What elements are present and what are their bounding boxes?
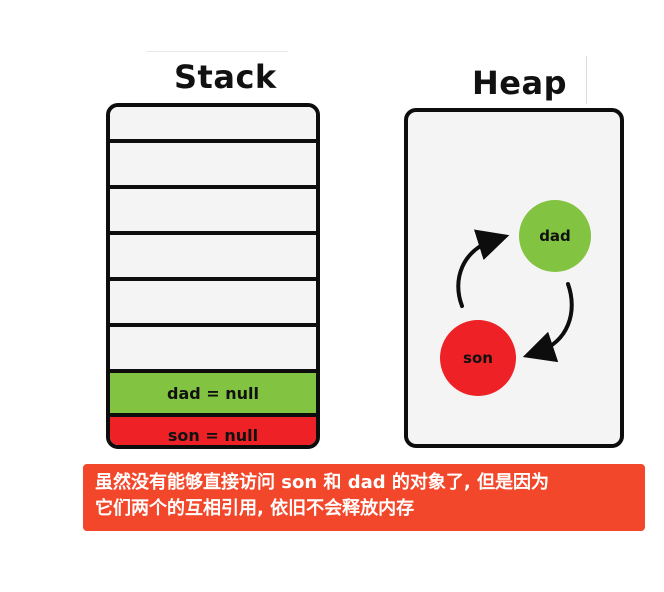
stack-row-empty: [110, 189, 316, 235]
stack-row-empty: [110, 281, 316, 327]
heap-node-dad: dad: [519, 200, 591, 272]
heap-node-dad-label: dad: [539, 227, 571, 245]
stack-row-empty: [110, 107, 316, 143]
stack-var-dad: dad = null: [110, 373, 316, 417]
stack-box: dad = null son = null: [106, 103, 320, 449]
heap-node-son-label: son: [463, 349, 493, 367]
stack-var-son: son = null: [110, 417, 316, 445]
stack-title: Stack: [174, 58, 277, 96]
stack-row-empty: [110, 235, 316, 281]
caption-line-2: 它们两个的互相引用, 依旧不会释放内存: [95, 498, 415, 519]
stack-var-son-label: son = null: [167, 425, 259, 445]
heap-node-son: son: [440, 320, 516, 396]
vertical-divider-line: [586, 56, 587, 104]
caption-box: 虽然没有能够直接访问 son 和 dad 的对象了, 但是因为 它们两个的互相引…: [83, 464, 645, 531]
caption-line-1: 虽然没有能够直接访问 son 和 dad 的对象了, 但是因为: [95, 472, 549, 493]
heap-box: [404, 108, 624, 448]
heap-title: Heap: [472, 64, 567, 102]
top-divider-line: [146, 51, 288, 52]
stack-row-empty: [110, 327, 316, 373]
stack-row-empty: [110, 143, 316, 189]
stack-var-dad-label: dad = null: [167, 383, 259, 403]
